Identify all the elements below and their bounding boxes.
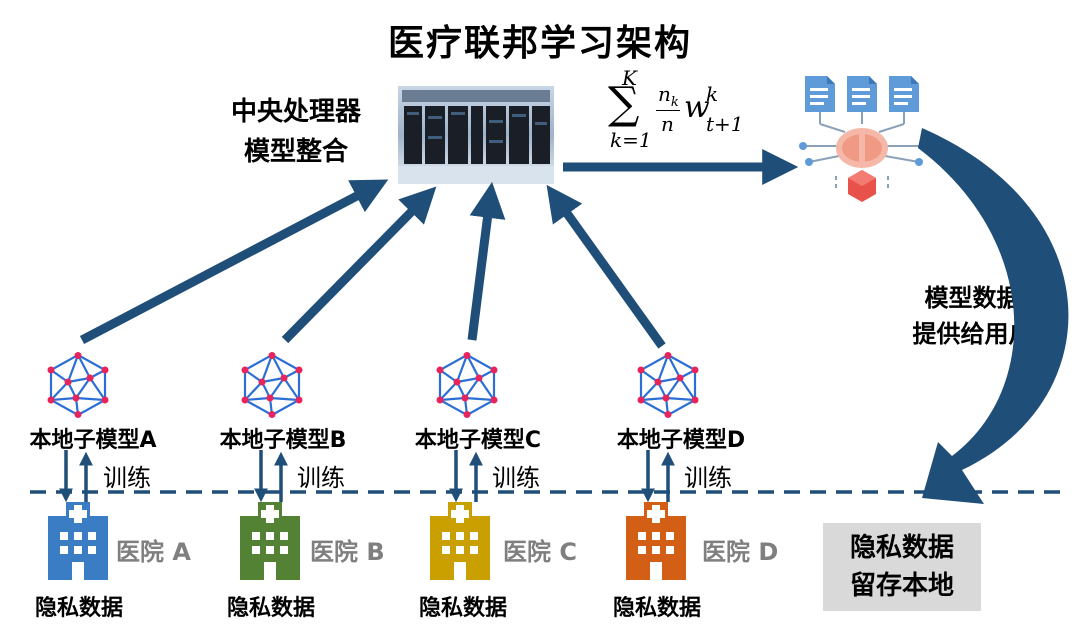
privacy-data-label-b: 隐私数据	[226, 596, 315, 621]
hospital-label-c: 医院 C	[503, 538, 577, 566]
local-model-label-c: 本地子模型C	[414, 428, 542, 453]
hospital-icon-c	[430, 502, 490, 580]
hospital-label-b: 医院 B	[310, 538, 385, 566]
provide-line1: 模型数据	[924, 284, 1021, 312]
upload-arrow-a	[79, 179, 389, 344]
provide-to-users-label: 模型数据 提供给用户	[895, 280, 1050, 352]
train-label-d: 训练	[684, 464, 732, 492]
upload-arrow-b	[281, 186, 437, 344]
neural-network-icon-a	[47, 352, 109, 418]
privacy-data-label-a: 隐私数据	[34, 596, 123, 621]
sum-upper-limit: K	[622, 66, 637, 90]
fraction-bar	[656, 110, 680, 111]
hospital-label-d: 医院 D	[702, 538, 779, 566]
weight-subscript: t+1	[706, 112, 744, 136]
hospital-icon-d	[626, 502, 686, 580]
upload-arrow-c	[467, 181, 506, 341]
privacy-retained-box: 隐私数据 留存本地	[823, 523, 981, 611]
neural-network-icon-b	[241, 352, 303, 418]
privacy-box-line1: 隐私数据	[849, 533, 954, 563]
weight-superscript: k	[706, 82, 719, 106]
privacy-data-label-c: 隐私数据	[418, 596, 507, 621]
privacy-data-label-d: 隐私数据	[612, 596, 701, 621]
weight-symbol: w	[684, 90, 710, 125]
privacy-box-line2: 留存本地	[849, 571, 954, 601]
train-label-c: 训练	[492, 464, 540, 492]
diagram-title: 医疗联邦学习架构	[387, 23, 692, 64]
central-processor-line2: 模型整合	[243, 137, 348, 167]
return-curve-arrow	[918, 128, 1069, 504]
fraction-denominator: n	[661, 112, 674, 136]
local-model-label-d: 本地子模型D	[616, 428, 746, 453]
train-label-a: 训练	[103, 464, 151, 492]
upload-arrow-d	[546, 184, 666, 349]
neural-network-icon-d	[637, 352, 699, 418]
train-label-b: 训练	[297, 464, 345, 492]
central-processor-label: 中央处理器 模型整合	[208, 92, 384, 172]
sum-lower-limit: k=1	[610, 128, 652, 152]
neural-network-icon-c	[436, 352, 498, 418]
sigma-symbol: ∑	[608, 78, 640, 129]
central-processor-line1: 中央处理器	[230, 97, 361, 127]
hospital-icon-a	[48, 502, 108, 580]
local-model-label-a: 本地子模型A	[29, 428, 157, 453]
aggregation-formula: K ∑ k=1 nk n w k t+1	[600, 66, 760, 166]
provide-line2: 提供给用户	[912, 320, 1033, 348]
local-model-label-b: 本地子模型B	[219, 428, 347, 453]
fraction-numerator: nk	[658, 82, 679, 110]
hospital-label-a: 医院 A	[116, 538, 191, 566]
server-room-image	[398, 86, 554, 184]
ai-brain-icon	[799, 76, 927, 202]
hospital-icon-b	[240, 502, 300, 580]
document-icon	[805, 76, 835, 112]
